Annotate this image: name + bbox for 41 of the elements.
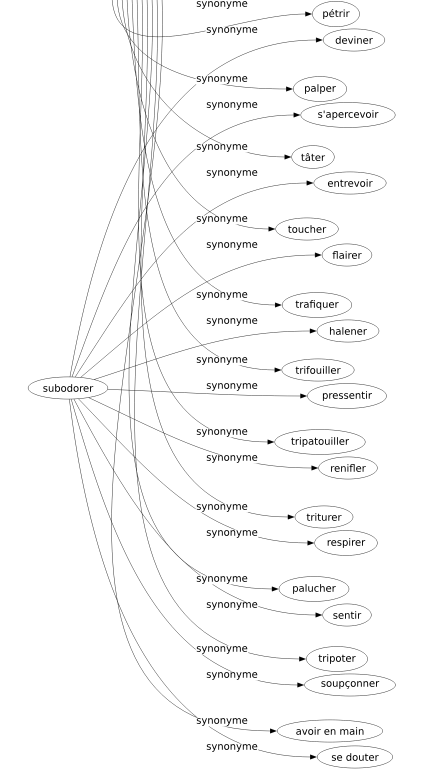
arrow — [138, 0, 274, 444]
edge-label: synonyme — [206, 242, 258, 250]
edge-label: synonyme — [206, 170, 258, 178]
edge-label: synonyme — [206, 102, 258, 110]
edge-label: synonyme — [196, 576, 248, 584]
edge-label: synonyme — [206, 530, 258, 538]
edge-label: synonyme — [196, 646, 248, 654]
edge-label: synonyme — [196, 144, 248, 152]
arrow — [126, 0, 276, 232]
edge-label: synonyme — [196, 216, 248, 224]
arrow — [122, 0, 292, 160]
edge-label: synonyme — [196, 504, 248, 512]
arrow — [136, 0, 282, 372]
arrow — [112, 0, 312, 37]
arrow — [132, 0, 282, 308]
edge-label: synonyme — [206, 602, 258, 610]
edge-label: synonyme — [196, 356, 248, 366]
edge-label: synonyme — [196, 292, 248, 300]
arrow — [71, 399, 304, 688]
arrow — [140, 0, 294, 520]
arrow — [94, 328, 316, 380]
edge-label: synonyme — [206, 26, 258, 36]
edge-label: synonyme — [206, 744, 258, 752]
arrow — [75, 180, 314, 378]
edge-label: synonyme — [196, 0, 248, 10]
arrow — [128, 0, 278, 592]
arrow — [116, 0, 293, 92]
edge-label: synonyme — [196, 428, 248, 438]
edge-label: synonyme — [206, 382, 258, 392]
arrow — [108, 389, 307, 398]
arrow — [69, 399, 317, 760]
arrow — [74, 398, 322, 618]
arrow — [70, 38, 323, 377]
edge-label: synonyme — [206, 318, 258, 326]
arrow — [78, 398, 314, 546]
arrow — [72, 112, 300, 377]
edge-label: synonyme — [196, 76, 248, 84]
edge-label: synonyme — [206, 454, 258, 464]
arrow — [80, 252, 322, 378]
edge-label: synonyme — [196, 718, 248, 726]
edge-label: synonyme — [206, 672, 258, 680]
